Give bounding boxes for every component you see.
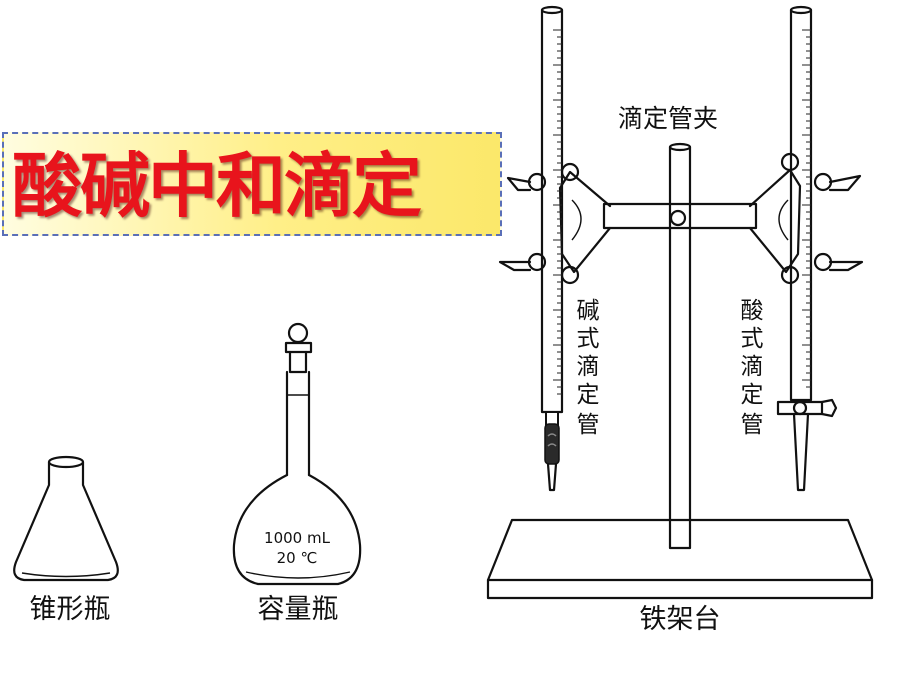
iron-stand-base-drawing bbox=[486, 518, 874, 600]
acid-burette-drawing bbox=[776, 5, 838, 492]
acid-burette-label-char-3: 滴 bbox=[741, 354, 764, 380]
conical-flask-label: 锥形瓶 bbox=[30, 594, 111, 625]
conical-flask-drawing bbox=[13, 455, 119, 582]
base-burette-drawing bbox=[540, 5, 564, 492]
volumetric-flask-label: 容量瓶 bbox=[258, 594, 339, 625]
stand-rod-drawing bbox=[668, 142, 692, 550]
base-burette-label-char-1: 碱 bbox=[577, 298, 600, 324]
slide-title: 酸碱中和滴定 bbox=[12, 145, 422, 227]
base-burette-label-char-5: 管 bbox=[577, 412, 600, 438]
title-banner: 酸碱中和滴定 bbox=[2, 132, 502, 236]
burette-clamp-drawing bbox=[498, 152, 864, 285]
acid-burette-label-char-1: 酸 bbox=[741, 298, 764, 324]
flask-volume-marking: 1000 mL bbox=[264, 529, 331, 547]
acid-burette-label-char-5: 管 bbox=[741, 412, 764, 438]
iron-stand-label: 铁架台 bbox=[640, 604, 721, 635]
flask-temperature-marking: 20 ℃ bbox=[277, 549, 318, 567]
volumetric-flask-drawing bbox=[232, 322, 362, 586]
acid-burette-label-char-4: 定 bbox=[741, 382, 764, 408]
base-burette-label-char-4: 定 bbox=[577, 382, 600, 408]
acid-burette-label-char-2: 式 bbox=[741, 326, 764, 352]
base-burette-label-char-3: 滴 bbox=[577, 354, 600, 380]
base-burette-label-char-2: 式 bbox=[577, 326, 600, 352]
burette-clamp-label: 滴定管夹 bbox=[618, 104, 718, 133]
